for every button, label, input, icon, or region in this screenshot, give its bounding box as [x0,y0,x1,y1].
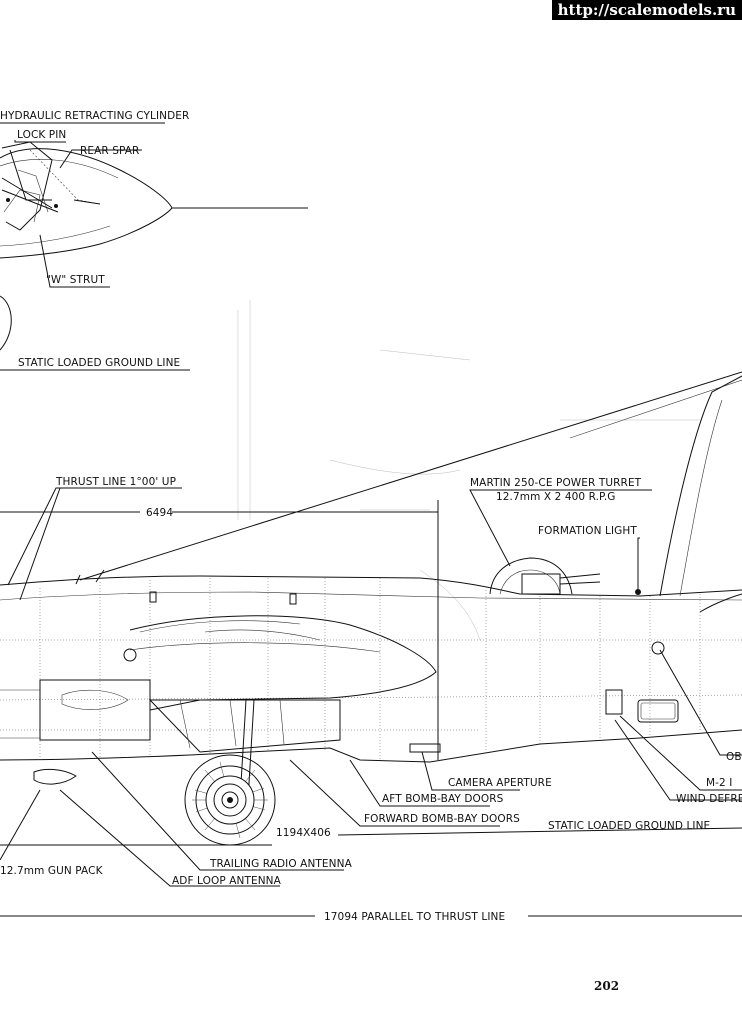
dimension-lines [0,487,742,917]
watermark-text: http://scalemodels.ru [557,1,736,19]
adf-antenna-label: ADF LOOP ANTENNA [172,875,282,887]
camera-aperture-label: CAMERA APERTURE [448,777,552,789]
turret-title-label: MARTIN 250-CE POWER TURRET [470,477,642,489]
gun-pack-label: 12.7mm GUN PACK [0,865,104,877]
wind-deflector-label: WIND DEFREC [676,793,742,805]
page-number: 202 [594,979,619,993]
hydraulic-cylinder-label: HYDRAULIC RETRACTING CYLINDER [0,110,189,122]
static-ground-line-bottom-label: STATIC LOADED GROUND LINE [548,820,710,832]
rear-spar-label: REAR SPAR [80,145,139,157]
w-strut-label: "W" STRUT [46,274,105,286]
watermark-banner: http://scalemodels.ru [551,0,742,20]
aft-bomb-bay-label: AFT BOMB-BAY DOORS [382,793,504,805]
turret-spec-label: 12.7mm X 2 400 R.P.G [496,491,616,503]
parallel-line-label: 17094 PARALLEL TO THRUST LINE [324,911,505,923]
dimension-6494-label: 6494 [146,507,173,519]
main-wheel [184,754,276,846]
formation-light-label: FORMATION LIGHT [538,525,637,537]
leader-lines [0,487,742,887]
ghost-lines [237,300,700,641]
nacelle-detail [0,122,308,371]
fuselage-side-view [0,371,742,846]
static-ground-line-top-label: STATIC LOADED GROUND LINE [18,357,180,369]
lock-pin-label: LOCK PIN [17,129,66,141]
power-turret [489,557,601,595]
wheel-size-label: 1194X406 [276,827,331,839]
trailing-antenna-label: TRAILING RADIO ANTENNA [209,858,353,870]
ob-label: OB [726,751,742,763]
forward-bomb-bay-label: FORWARD BOMB-BAY DOORS [364,813,520,825]
m2-label: M-2 I [706,777,732,789]
thrust-line-label: THRUST LINE 1°00' UP [55,476,176,488]
